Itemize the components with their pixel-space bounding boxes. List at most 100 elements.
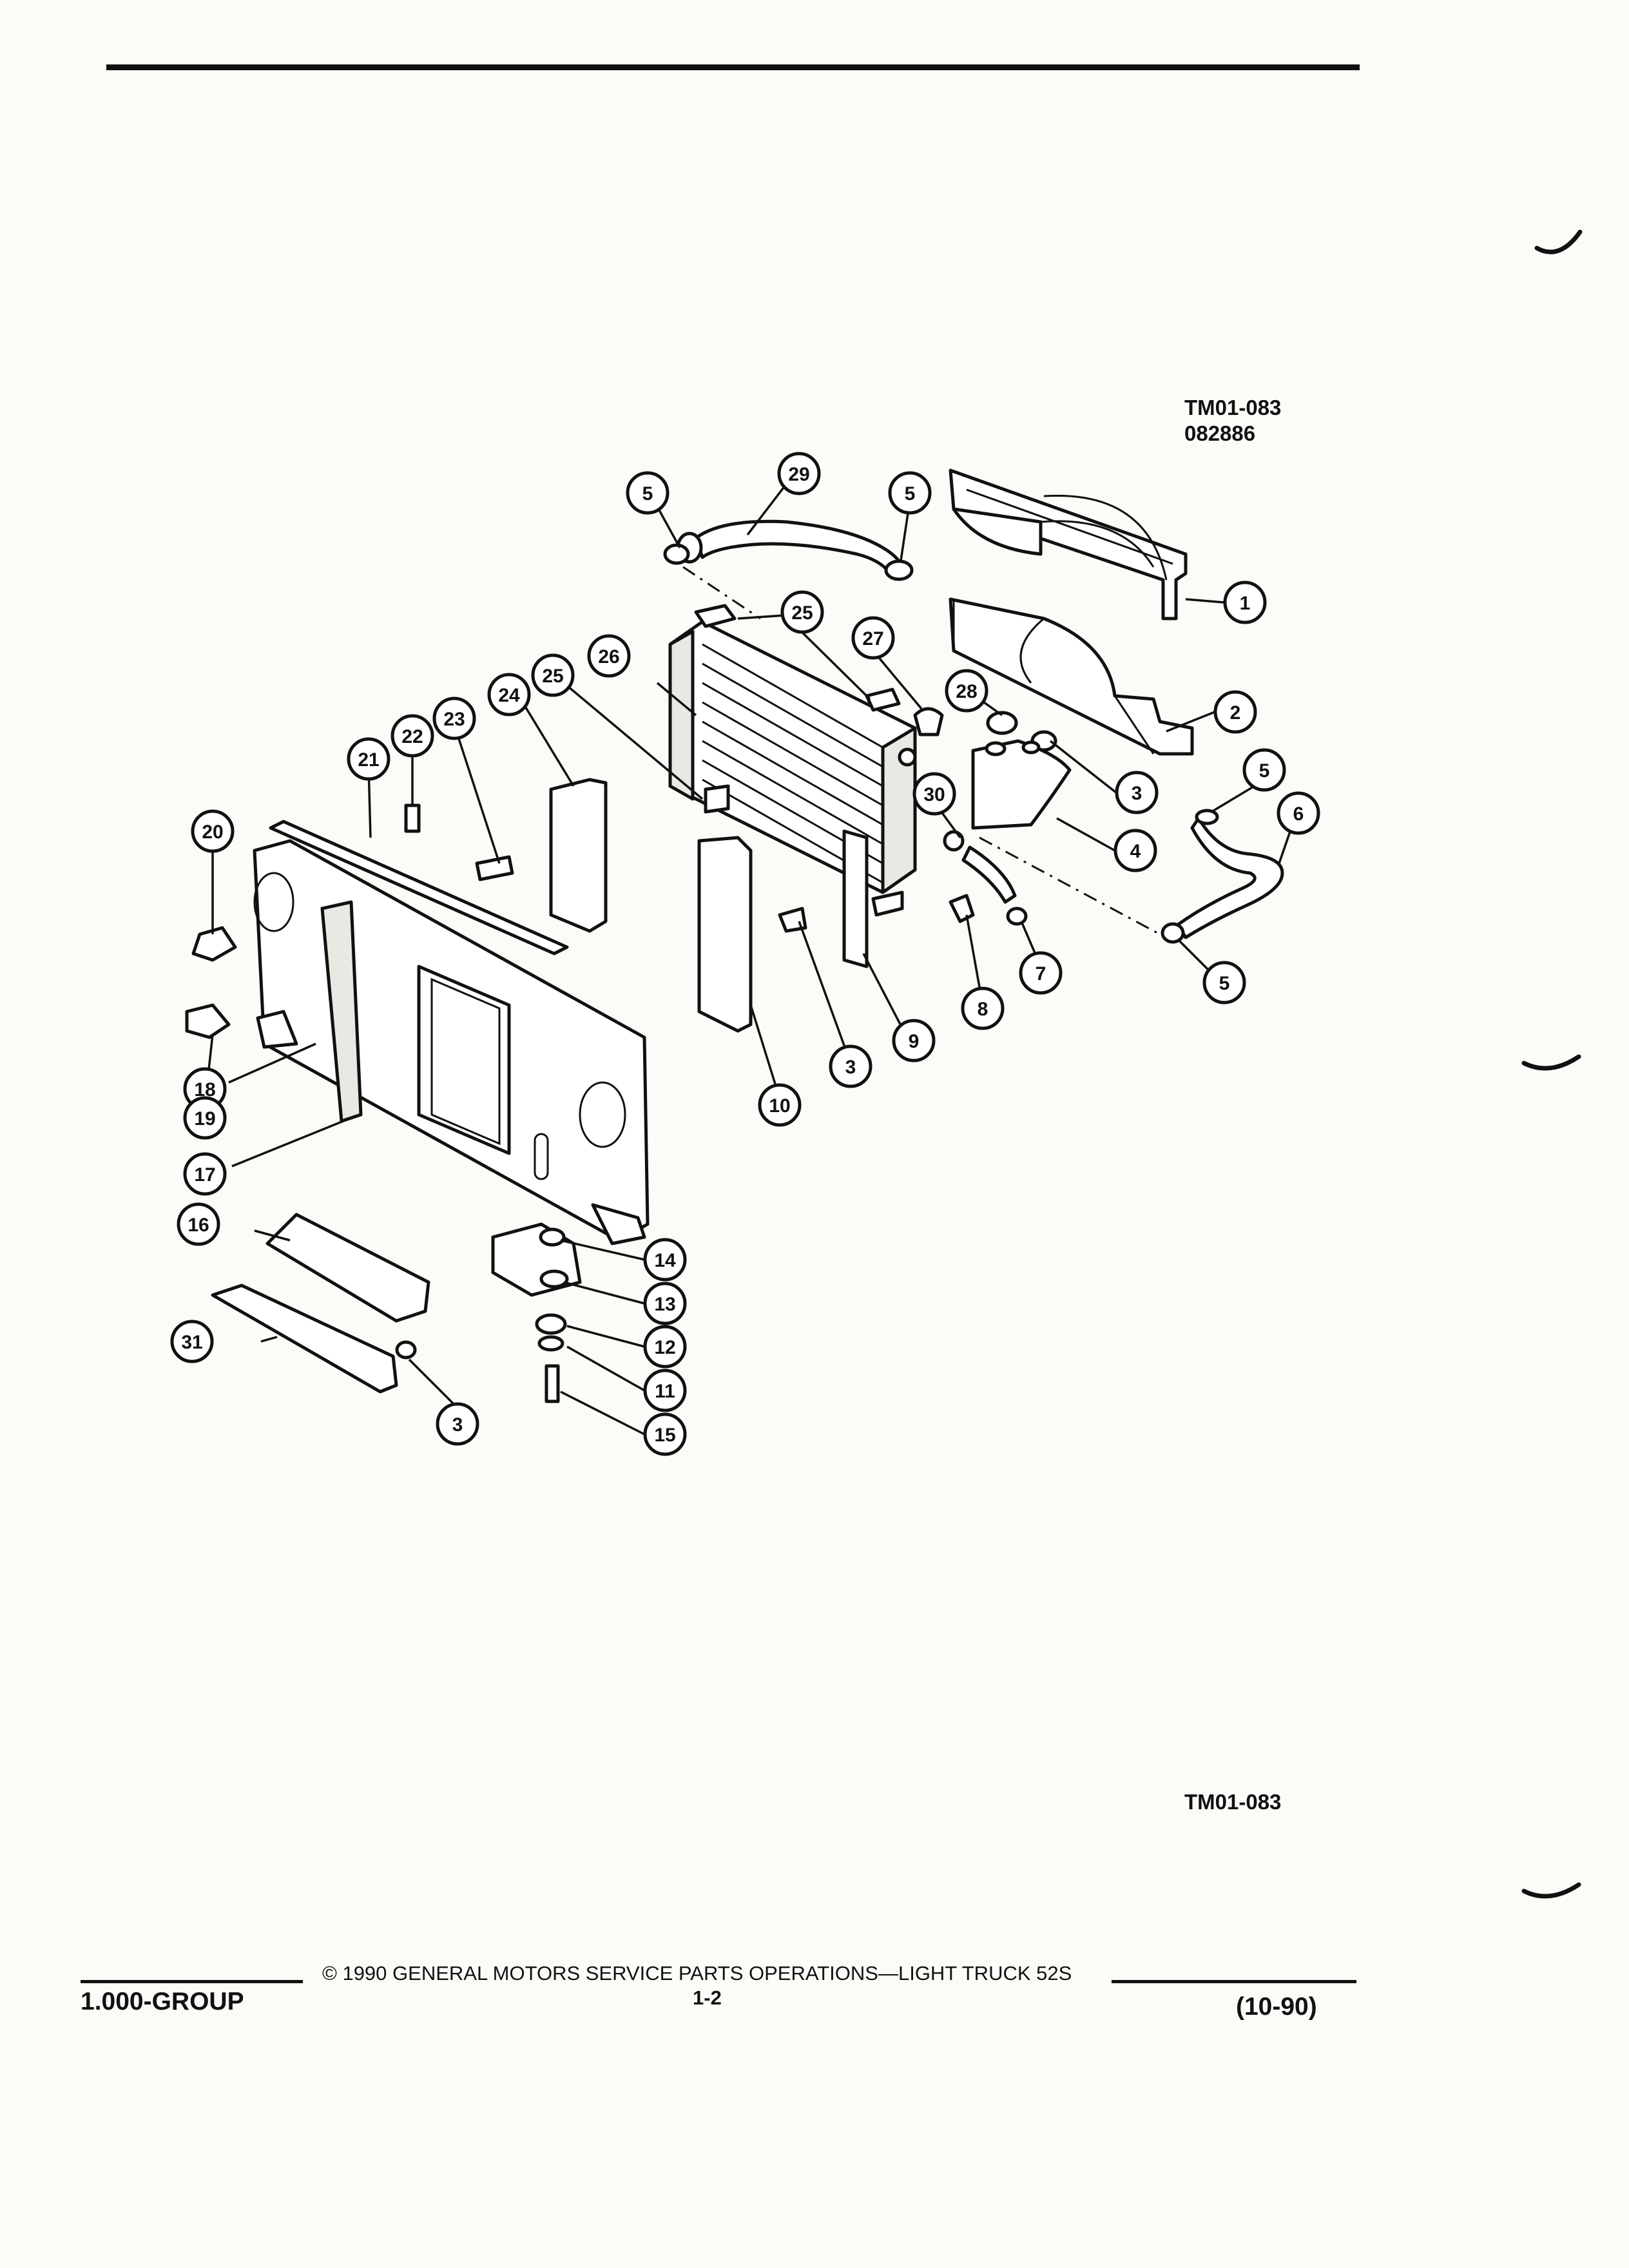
- cap-nut: [1006, 907, 1028, 926]
- svg-text:3: 3: [452, 1414, 463, 1436]
- lower-fan-shroud: [949, 597, 1194, 756]
- svg-text:20: 20: [202, 822, 223, 843]
- bracket: [475, 855, 514, 881]
- svg-text:5: 5: [905, 483, 916, 505]
- svg-text:29: 29: [788, 464, 809, 485]
- svg-text:4: 4: [1130, 841, 1141, 862]
- callout-5: 5: [626, 471, 670, 515]
- svg-text:6: 6: [1293, 803, 1304, 825]
- callout-16: 16: [177, 1202, 220, 1246]
- svg-text:1: 1: [1240, 593, 1251, 614]
- callout-3: 3: [829, 1044, 872, 1088]
- callout-9: 9: [892, 1019, 936, 1062]
- group-label: 1.000-GROUP: [81, 1988, 244, 2015]
- callout-4: 4: [1113, 829, 1157, 872]
- callout-22: 22: [390, 714, 434, 758]
- callout-2: 2: [1213, 690, 1257, 734]
- edge-mark: [1521, 1882, 1581, 1899]
- edge-mark: [1534, 229, 1583, 255]
- callout-23: 23: [432, 697, 476, 740]
- radiator-cap: [913, 707, 944, 736]
- revision-date: (10-90): [1236, 1993, 1317, 2021]
- svg-text:30: 30: [923, 784, 945, 805]
- callout-11: 11: [643, 1369, 687, 1412]
- callout-13: 13: [643, 1282, 687, 1325]
- svg-text:9: 9: [909, 1031, 920, 1052]
- callout-6: 6: [1277, 791, 1320, 835]
- callout-31: 31: [170, 1320, 214, 1363]
- callout-24: 24: [487, 673, 531, 716]
- air-baffle-lower: [697, 836, 753, 1033]
- callout-25: 25: [531, 653, 575, 697]
- svg-text:8: 8: [978, 999, 988, 1020]
- upper-fan-shroud: [949, 468, 1188, 620]
- upper-radiator-hose: [663, 519, 914, 620]
- air-seal: [842, 829, 869, 968]
- reference-code: TM01-083: [1184, 396, 1282, 419]
- radiator-support: [253, 820, 650, 1245]
- callout-5: 5: [888, 471, 932, 515]
- callout-26: 26: [587, 634, 631, 678]
- bolt-22: [404, 803, 421, 833]
- callout-1: 1: [1223, 581, 1267, 624]
- svg-text:3: 3: [845, 1057, 856, 1078]
- deflector-bolt: [395, 1340, 417, 1360]
- callout-5: 5: [1242, 748, 1286, 792]
- svg-text:22: 22: [401, 726, 423, 747]
- coolant-reservoir: [971, 739, 1072, 830]
- callout-3: 3: [1115, 771, 1159, 814]
- svg-text:21: 21: [358, 749, 379, 771]
- overflow-hose: [961, 845, 1017, 904]
- svg-text:25: 25: [542, 666, 563, 687]
- callout-27: 27: [851, 616, 895, 660]
- radiator-mount: [491, 1222, 582, 1403]
- page-number: 1-2: [693, 1986, 722, 2009]
- svg-text:19: 19: [194, 1108, 215, 1129]
- svg-text:11: 11: [655, 1381, 675, 1402]
- svg-text:5: 5: [1219, 973, 1230, 994]
- svg-text:31: 31: [181, 1332, 202, 1353]
- alignment-line: [979, 836, 1161, 936]
- svg-text:24: 24: [498, 685, 520, 706]
- svg-text:12: 12: [654, 1337, 675, 1358]
- callout-14: 14: [643, 1238, 687, 1282]
- svg-text:2: 2: [1230, 702, 1241, 724]
- callout-10: 10: [758, 1083, 802, 1127]
- svg-text:25: 25: [791, 602, 813, 624]
- latch-plate: [185, 1003, 231, 1039]
- svg-text:15: 15: [654, 1425, 675, 1446]
- svg-text:3: 3: [1132, 783, 1142, 804]
- callout-30: 30: [912, 772, 956, 816]
- svg-text:7: 7: [1036, 963, 1046, 985]
- grommet: [986, 711, 1018, 735]
- svg-text:5: 5: [1259, 760, 1270, 782]
- reference-date: 082886: [1184, 421, 1256, 445]
- callout-19: 19: [183, 1096, 227, 1140]
- callout-25: 25: [780, 590, 824, 634]
- radiator-core: [668, 604, 917, 917]
- footer-rule-right: [1112, 1980, 1356, 1983]
- air-deflector-lower: [211, 1283, 398, 1394]
- callouts: 1 2 3 3 3 4 5 5 5 5 6 7 8 9 10 11 12 13 …: [170, 452, 1320, 1456]
- top-rule: [106, 64, 1360, 70]
- air-baffle-upper: [549, 778, 608, 933]
- hose-clamp: [943, 830, 965, 852]
- svg-text:26: 26: [598, 646, 619, 668]
- edge-mark: [1521, 1054, 1581, 1071]
- air-deflector-upper: [265, 1213, 430, 1323]
- callout-29: 29: [777, 452, 821, 495]
- bolt: [778, 907, 807, 933]
- drain-valve: [949, 894, 975, 923]
- svg-text:23: 23: [443, 709, 465, 730]
- svg-text:27: 27: [862, 628, 883, 649]
- callout-5: 5: [1202, 961, 1246, 1004]
- callout-3: 3: [436, 1402, 479, 1446]
- svg-text:13: 13: [654, 1294, 675, 1315]
- callout-15: 15: [643, 1412, 687, 1456]
- lower-radiator-hose: [1161, 809, 1284, 944]
- copyright-line: © 1990 GENERAL MOTORS SERVICE PARTS OPER…: [322, 1962, 1072, 1984]
- callout-12: 12: [643, 1325, 687, 1369]
- callout-21: 21: [347, 737, 390, 781]
- svg-text:17: 17: [194, 1164, 215, 1186]
